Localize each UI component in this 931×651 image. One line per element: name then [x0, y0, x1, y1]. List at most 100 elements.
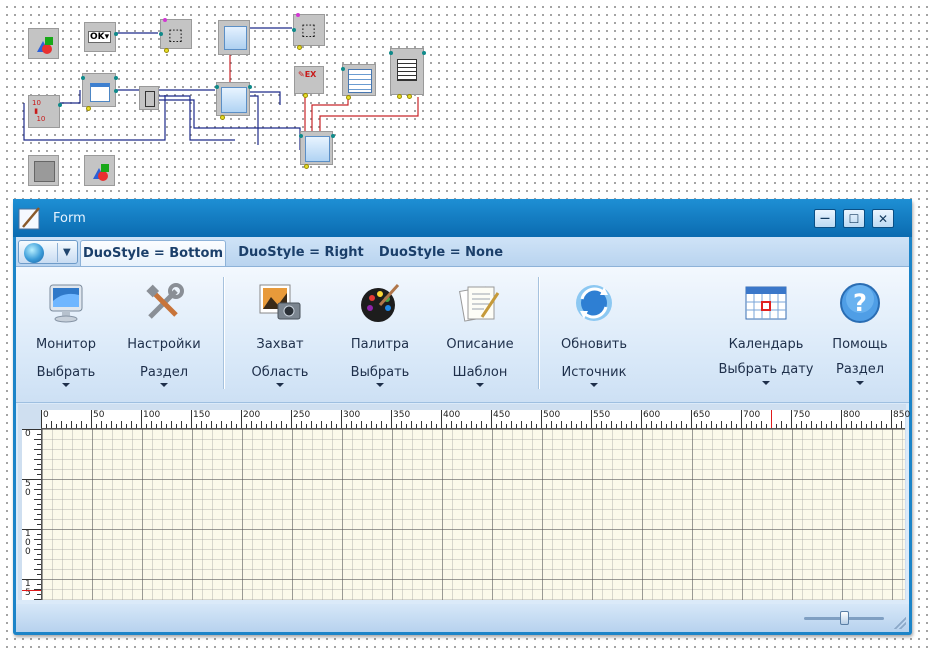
- ruler-tick: [361, 421, 362, 428]
- ruler-tick: [296, 424, 297, 428]
- ruler-tick: [711, 421, 712, 428]
- capture-button[interactable]: Захват Область: [238, 267, 322, 402]
- block-pin: [215, 85, 219, 89]
- description-button[interactable]: Описание Шаблон: [438, 267, 522, 402]
- ruler-tick: [841, 410, 842, 428]
- ruler-tick: [271, 421, 272, 428]
- ruler-tick: [34, 449, 41, 450]
- block-pin: [114, 76, 118, 80]
- ruler-tick: [511, 421, 512, 428]
- report-block[interactable]: [389, 48, 426, 99]
- ok-button-icon: OK▾: [88, 31, 112, 43]
- maximize-button[interactable]: ☐: [843, 209, 865, 228]
- panel-block[interactable]: [218, 20, 250, 55]
- maximize-icon: ☐: [848, 211, 860, 226]
- ruler-tick: [876, 424, 877, 428]
- memo-block-2[interactable]: [299, 131, 335, 169]
- block-pin: [248, 85, 252, 89]
- ruler-tick: [396, 424, 397, 428]
- ruler-label: 350: [393, 410, 411, 420]
- description-label: Описание: [446, 337, 514, 352]
- ok-button-block[interactable]: OK▾: [84, 22, 118, 52]
- tab-duostyle-none[interactable]: DuoStyle = None: [378, 245, 504, 260]
- minimize-button[interactable]: —: [814, 209, 836, 228]
- ruler-position-marker: [22, 590, 41, 591]
- ruler-tick: [431, 421, 432, 428]
- block-pin: [303, 93, 308, 98]
- ruler-tick: [896, 424, 897, 428]
- ruler-tick: [37, 514, 41, 515]
- title-bar[interactable]: Form — ☐ ✕: [13, 199, 912, 237]
- ruler-tick: [34, 499, 41, 500]
- ruler-tick: [136, 424, 137, 428]
- block-pin: [114, 32, 118, 36]
- shapes-block-2[interactable]: [84, 155, 115, 186]
- ruler-tick: [146, 424, 147, 428]
- ruler-tick: [22, 429, 41, 430]
- exception-block[interactable]: ✎EX: [294, 66, 324, 98]
- shapes-block[interactable]: [28, 28, 59, 59]
- ruler-tick: [126, 424, 127, 428]
- ruler-tick: [586, 424, 587, 428]
- resize-grip[interactable]: [894, 617, 906, 629]
- calendar-icon: [744, 281, 788, 325]
- monitor-button[interactable]: Монитор Выбрать: [26, 267, 106, 402]
- panel-gray-block[interactable]: [28, 155, 59, 186]
- ruler-tick: [37, 504, 41, 505]
- grid-block[interactable]: [341, 64, 376, 100]
- ruler-tick: [286, 424, 287, 428]
- zoom-slider-thumb[interactable]: [840, 611, 849, 625]
- ruler-tick: [441, 410, 442, 428]
- ruler-tick: [391, 410, 392, 428]
- design-grid[interactable]: [42, 429, 905, 600]
- cursor-block-2[interactable]: ⬚: [292, 13, 325, 50]
- ruler-tick: [46, 424, 47, 428]
- ruler-tick: [116, 424, 117, 428]
- ruler-tick: [766, 424, 767, 428]
- ruler-tick: [476, 424, 477, 428]
- grid-icon: [348, 69, 372, 93]
- block-pin: [331, 134, 335, 138]
- ruler-tick: [376, 424, 377, 428]
- settings-button[interactable]: Настройки Раздел: [122, 267, 206, 402]
- form-block[interactable]: [81, 73, 118, 111]
- ruler-tick: [37, 554, 41, 555]
- ruler-tick: [34, 469, 41, 470]
- monitor-label: Монитор: [36, 337, 96, 352]
- ruler-tick: [406, 424, 407, 428]
- memo-block[interactable]: [215, 82, 252, 120]
- ruler-tick: [736, 424, 737, 428]
- tab-duostyle-right[interactable]: DuoStyle = Right: [238, 245, 364, 260]
- application-menu-button[interactable]: ▼: [18, 240, 78, 264]
- button-icon: [397, 59, 417, 81]
- cursor-block[interactable]: ⬚: [159, 18, 192, 53]
- chevron-down-icon: [762, 381, 770, 385]
- ruler-tick: [326, 424, 327, 428]
- ruler-tick: [451, 421, 452, 428]
- ruler-label: 750: [793, 410, 811, 420]
- ruler-tick: [701, 421, 702, 428]
- block-pin: [397, 94, 402, 99]
- ruler-tick: [506, 424, 507, 428]
- refresh-button[interactable]: Обновить Источник: [552, 267, 636, 402]
- ruler-label: 0: [25, 429, 31, 439]
- ruler-tick: [526, 424, 527, 428]
- globe-icon: [24, 243, 44, 263]
- close-button[interactable]: ✕: [872, 209, 894, 228]
- help-button[interactable]: ? Помощь Раздел: [822, 267, 898, 402]
- ruler-tick: [426, 424, 427, 428]
- ruler-tick: [641, 410, 642, 428]
- form-icon: [90, 83, 110, 102]
- palette-button[interactable]: Палитра Выбрать: [338, 267, 422, 402]
- splitter-block[interactable]: [139, 86, 159, 110]
- counter-block[interactable]: 10 ▮ 10: [28, 95, 62, 128]
- ruler-tick: [66, 424, 67, 428]
- ruler-tick: [661, 421, 662, 428]
- ruler-tick: [791, 410, 792, 428]
- chevron-down-icon: [476, 383, 484, 387]
- block-pin: [159, 32, 163, 36]
- tab-duostyle-bottom[interactable]: DuoStyle = Bottom: [80, 240, 226, 266]
- calendar-button[interactable]: Календарь Выбрать дату: [716, 267, 816, 402]
- ruler-tick: [496, 424, 497, 428]
